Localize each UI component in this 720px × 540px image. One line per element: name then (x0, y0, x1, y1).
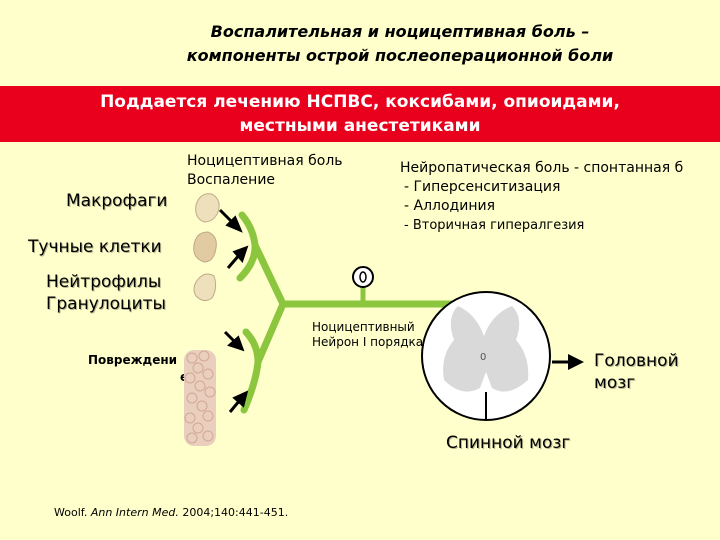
title-line-1: Воспалительная и ноцицептивная боль – (210, 22, 590, 41)
nerve-ending-1 (236, 211, 259, 282)
title-line-2: компоненты острой послеоперационной боли (186, 46, 614, 65)
neutrophils-line-2: Гранулоциты (46, 294, 166, 314)
damage-line-1: Повреждени (88, 353, 178, 367)
neuron-body (352, 266, 374, 288)
neuropathic-header: Нейропатическая боль - спонтанная б (400, 160, 684, 176)
nociceptive-line-1: Ноцицептивная боль (187, 153, 343, 169)
brain-label: Головной мозг (594, 350, 679, 394)
neuron-label: Ноцицептивный Нейрон I порядка (312, 320, 423, 350)
brain-line-2: мозг (594, 373, 636, 393)
nociceptive-line-2: Воспаление (187, 172, 276, 188)
reference: Woolf. Ann Intern Med. 2004;140:441-451. (54, 506, 288, 519)
neuropathic-item-1: - Гиперсенситизация (404, 179, 561, 195)
damage-label: Повреждени е (88, 352, 184, 386)
neutrophils-line-1: Нейтрофилы (46, 272, 162, 292)
neuropathic-item-2: - Аллодиния (404, 198, 495, 214)
spinal-cord: 0 (421, 291, 551, 421)
treatment-banner: Поддается лечению НСПВС, коксибами, опио… (0, 86, 720, 142)
neuropathic-label: Нейропатическая боль - спонтанная б - Ги… (400, 159, 720, 235)
arrows (218, 208, 249, 413)
banner-line-1: Поддается лечению НСПВС, коксибами, опио… (100, 92, 620, 112)
mast-cell-blob (193, 231, 217, 263)
grey-matter (443, 306, 529, 392)
neuron-line-2: Нейрон I порядка (312, 335, 424, 349)
nerve-branch-upper (251, 241, 287, 308)
page-title: Воспалительная и ноцицептивная боль – ко… (0, 20, 720, 68)
brain-line-1: Головной (594, 351, 679, 371)
neuropathic-item-3: - Вторичная гипералгезия (404, 218, 585, 233)
arrow-brain (552, 354, 584, 370)
banner-line-2: местными анестетиками (239, 116, 481, 136)
cell-blobs (193, 193, 220, 302)
spinal-cord-label: Спинной мозг (446, 433, 571, 453)
damage-line-2: е (88, 369, 184, 386)
neutrophils-label: Нейтрофилы Гранулоциты (46, 271, 186, 315)
macrophages-label: Макрофаги (66, 191, 168, 211)
macrophage-blob (195, 193, 220, 223)
nerve-branch-lower (254, 300, 287, 366)
neuron-line-1: Ноцицептивный (312, 320, 415, 334)
nociceptive-label: Ноцицептивная боль Воспаление (187, 152, 343, 190)
damaged-tissue (184, 350, 216, 446)
reference-author: Woolf. (54, 506, 88, 519)
reference-details: 2004;140:441-451. (182, 506, 289, 519)
reference-journal: Ann Intern Med. (90, 506, 179, 519)
neutrophil-blob (193, 273, 217, 302)
mast-cells-label: Тучные клетки (28, 237, 162, 257)
nerve-ending-2 (240, 328, 262, 414)
svg-text:0: 0 (480, 352, 486, 363)
